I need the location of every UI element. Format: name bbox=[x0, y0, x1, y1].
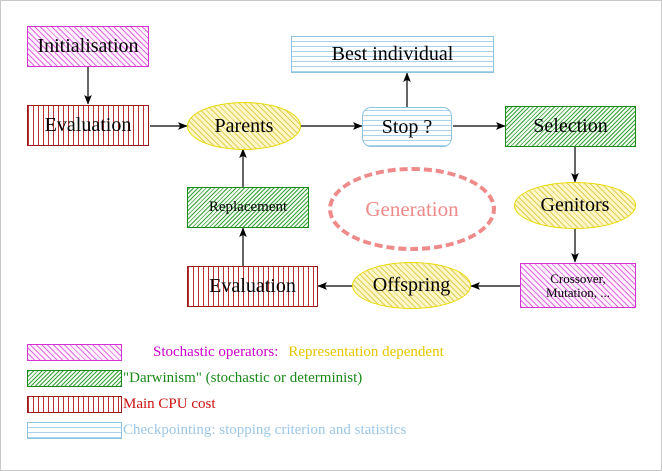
node-generation-boundary: Generation bbox=[328, 167, 496, 251]
node-best-individual[interactable]: Best individual bbox=[291, 36, 494, 73]
node-initialisation[interactable]: Initialisation bbox=[27, 26, 149, 67]
node-evaluation-bottom[interactable]: Evaluation bbox=[187, 266, 318, 307]
legend: Stochastic operators: Representation depe… bbox=[1, 339, 661, 443]
node-offspring-label: Offspring bbox=[372, 274, 451, 296]
node-selection-label: Selection bbox=[533, 115, 608, 137]
legend-label-darwinism: "Darwinism" (stochastic or determinist) bbox=[123, 369, 363, 386]
node-evaluation-top-label: Evaluation bbox=[44, 114, 132, 136]
legend-row-stochastic: Stochastic operators: Representation depe… bbox=[1, 339, 661, 365]
node-stop-label: Stop ? bbox=[381, 115, 433, 138]
green-hatch-swatch bbox=[27, 369, 122, 387]
legend-label-checkpointing: Checkpointing: stopping criterion and st… bbox=[123, 421, 407, 438]
node-genitors-label: Genitors bbox=[540, 194, 610, 216]
node-evaluation-bottom-label: Evaluation bbox=[209, 275, 296, 297]
node-genitors[interactable]: Genitors bbox=[514, 182, 636, 229]
legend-label-stochastic-part1: Stochastic operators: bbox=[153, 343, 279, 360]
node-replacement-label: Replacement bbox=[208, 198, 288, 215]
node-initialisation-label: Initialisation bbox=[37, 35, 139, 57]
legend-label-stochastic: Stochastic operators: Representation depe… bbox=[123, 327, 444, 378]
node-crossover-mutation-label: Crossover, Mutation, ... bbox=[546, 270, 610, 300]
node-replacement[interactable]: Replacement bbox=[187, 187, 309, 228]
legend-row-cpu-cost: Main CPU cost bbox=[1, 391, 661, 417]
legend-row-checkpointing: Checkpointing: stopping criterion and st… bbox=[1, 417, 661, 443]
legend-label-stochastic-part2: Representation dependent bbox=[288, 343, 444, 360]
node-evaluation-top[interactable]: Evaluation bbox=[27, 105, 149, 146]
node-crossover-mutation[interactable]: Crossover, Mutation, ... bbox=[520, 263, 636, 308]
blue-horizontal-swatch bbox=[27, 421, 122, 439]
node-parents[interactable]: Parents bbox=[187, 102, 301, 150]
magenta-hatch-swatch bbox=[27, 343, 122, 361]
red-vertical-swatch bbox=[27, 395, 122, 413]
node-selection[interactable]: Selection bbox=[505, 106, 636, 147]
node-best-individual-label: Best individual bbox=[331, 43, 454, 65]
node-generation-label: Generation bbox=[365, 196, 459, 221]
legend-label-cpu-cost: Main CPU cost bbox=[123, 395, 216, 412]
node-stop[interactable]: Stop ? bbox=[362, 107, 452, 147]
node-offspring[interactable]: Offspring bbox=[352, 262, 471, 309]
legend-row-darwinism: "Darwinism" (stochastic or determinist) bbox=[1, 365, 661, 391]
node-parents-label: Parents bbox=[214, 114, 274, 137]
